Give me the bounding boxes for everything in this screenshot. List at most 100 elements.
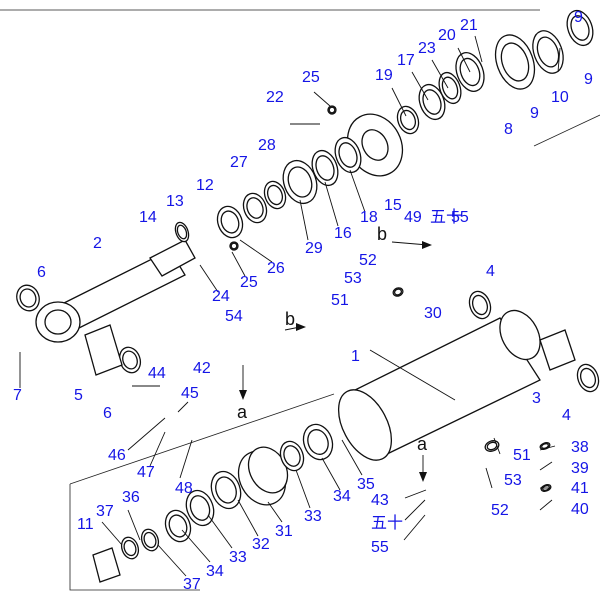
leader-line [404, 499, 426, 521]
bushings [84, 324, 576, 583]
leader-line [391, 87, 407, 117]
ring-seal-icon [338, 142, 358, 168]
leader-line [207, 514, 233, 549]
callout-51: 51 [513, 447, 531, 464]
ring-seal-icon [122, 350, 138, 370]
leader-line [267, 501, 283, 523]
callout-41: 41 [571, 480, 589, 497]
callout-10: 10 [551, 89, 569, 106]
frame-lines [0, 9, 600, 591]
ring-seal-icon [283, 445, 301, 467]
leader-line [231, 251, 246, 277]
callout-26: 26 [267, 260, 285, 277]
callout-29: 29 [305, 240, 323, 257]
ring-seal-icon [143, 531, 157, 549]
leader-line [474, 35, 483, 63]
leader-line [295, 469, 311, 509]
leader-line [411, 71, 429, 101]
callout-52: 52 [359, 252, 377, 269]
ring-seal-icon [399, 109, 417, 131]
callout-21: 21 [460, 17, 478, 34]
callout-34: 34 [333, 488, 351, 505]
ring-seal-icon [500, 42, 530, 82]
callout-15: 15 [384, 197, 402, 214]
ring-seal-icon [393, 288, 403, 296]
callout-51: 51 [331, 292, 349, 309]
reference-letter-b: b [285, 309, 295, 329]
piston [237, 446, 289, 506]
callout-19: 19 [375, 67, 393, 84]
leader-line [237, 499, 259, 537]
callout-24: 24 [212, 288, 230, 305]
leader-line [539, 499, 553, 511]
leader-line [179, 439, 193, 479]
leader-line [199, 264, 219, 293]
ring-seal-icon [540, 443, 550, 449]
callout-40: 40 [571, 501, 589, 518]
leader-line [457, 47, 471, 73]
ring-seal-icon [168, 514, 188, 538]
callout-18: 18 [360, 209, 378, 226]
leader-line [321, 457, 341, 491]
ring-seal-icon [579, 367, 597, 389]
leader-line [493, 437, 501, 455]
ring-seal-icon [220, 210, 240, 234]
callout-30: 30 [424, 305, 442, 322]
callout-1: 1 [351, 348, 360, 365]
callout-36: 36 [122, 489, 140, 506]
leader-line [404, 489, 427, 499]
callout-32: 32 [252, 536, 270, 553]
ring-seal-icon [328, 106, 336, 114]
leader-line [349, 169, 366, 213]
callout-53: 53 [344, 270, 362, 287]
callout-48: 48 [175, 480, 193, 497]
leader-line [557, 47, 561, 73]
reference-letter-b: b [377, 224, 387, 244]
reference-letter-a: a [417, 434, 428, 454]
callout-28: 28 [258, 137, 276, 154]
callout-47: 47 [137, 464, 155, 481]
ring-seal-icon [246, 197, 264, 219]
cylinder-tube [337, 309, 541, 461]
callout-16: 16 [334, 225, 352, 242]
ring-seal-icon [230, 242, 238, 250]
callout-14: 14 [139, 209, 157, 226]
callout-49: 49 [404, 209, 422, 226]
callout-6: 6 [103, 405, 112, 422]
leader-line [127, 509, 141, 541]
leader-line [181, 529, 211, 563]
callout-9: 9 [584, 71, 593, 88]
ring-seal-icon [422, 89, 442, 115]
ring-seal-icon [176, 224, 188, 240]
callout-17: 17 [397, 52, 415, 69]
callout-34: 34 [206, 563, 224, 580]
leader-line [157, 544, 187, 577]
ring-seal-icon [441, 76, 459, 100]
callout-4: 4 [486, 263, 495, 280]
callout-44: 44 [148, 365, 166, 382]
ring-seal-icon [471, 294, 489, 316]
callout-13: 13 [166, 193, 184, 210]
callout-33: 33 [304, 508, 322, 525]
ring-seal-icon [215, 476, 237, 504]
ring-seal-icon [570, 15, 590, 41]
callout-7: 7 [13, 387, 22, 404]
callout-2: 2 [93, 235, 102, 252]
callout-5: 5 [74, 387, 83, 404]
callout-53: 53 [504, 472, 522, 489]
callout-五十: 五十 [430, 208, 462, 226]
ring-seal-icon [536, 36, 560, 68]
leader-line [177, 401, 189, 413]
callout-4: 4 [562, 407, 571, 424]
callout-12: 12 [196, 177, 214, 194]
callout-39: 39 [571, 460, 589, 477]
callout-37: 37 [96, 503, 114, 520]
leader-lines [19, 35, 561, 577]
callout-31: 31 [275, 523, 293, 540]
callout-55: 55 [371, 539, 389, 556]
callout-3: 3 [532, 390, 541, 407]
leader-line [239, 239, 273, 263]
